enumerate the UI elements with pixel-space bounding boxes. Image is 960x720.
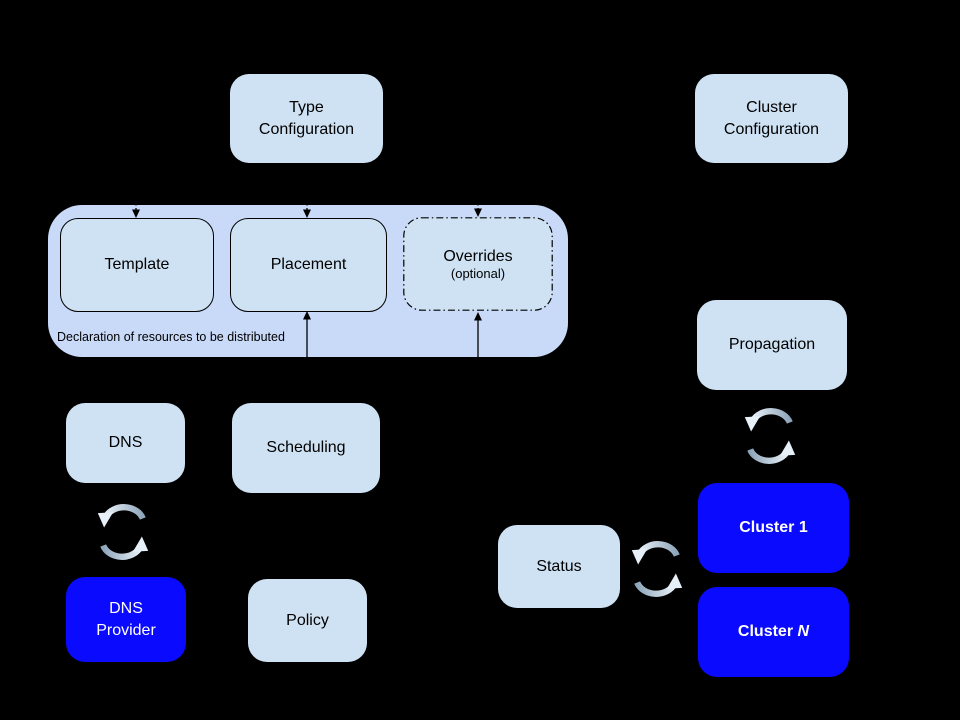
overrides-box: Overrides (optional) (403, 217, 553, 311)
scheduling-label: Scheduling (266, 439, 346, 457)
dns-label: DNS (108, 434, 143, 452)
template-label: Template (104, 256, 170, 274)
placement-box: Placement (230, 218, 387, 312)
overrides-label-wrap: Overrides (optional) (443, 246, 512, 283)
scheduling-box: Scheduling (232, 403, 380, 493)
policy-box: Policy (248, 579, 367, 662)
status-box: Status (498, 525, 620, 608)
template-box: Template (60, 218, 214, 312)
placement-label: Placement (270, 256, 347, 274)
cluster-configuration-label: Cluster Configuration (723, 98, 820, 138)
propagation-box: Propagation (697, 300, 847, 390)
status-label: Status (536, 557, 582, 575)
dns-provider-label: DNS Provider (96, 599, 156, 639)
propagation-label: Propagation (728, 336, 816, 354)
policy-label: Policy (286, 611, 329, 629)
type-configuration-label: Type Configuration (258, 98, 355, 138)
dash-dot-border (403, 217, 553, 311)
group-caption: Declaration of resources to be distribut… (57, 330, 285, 344)
sync-icon (630, 530, 684, 608)
cluster-configuration-box: Cluster Configuration (695, 74, 848, 163)
overrides-sublabel: (optional) (450, 266, 506, 282)
dns-box: DNS (66, 403, 185, 483)
type-configuration-box: Type Configuration (230, 74, 383, 163)
sync-icon (96, 493, 150, 571)
sync-icon (743, 397, 797, 475)
overrides-label: Overrides (443, 247, 513, 265)
dns-provider-box: DNS Provider (66, 577, 186, 662)
